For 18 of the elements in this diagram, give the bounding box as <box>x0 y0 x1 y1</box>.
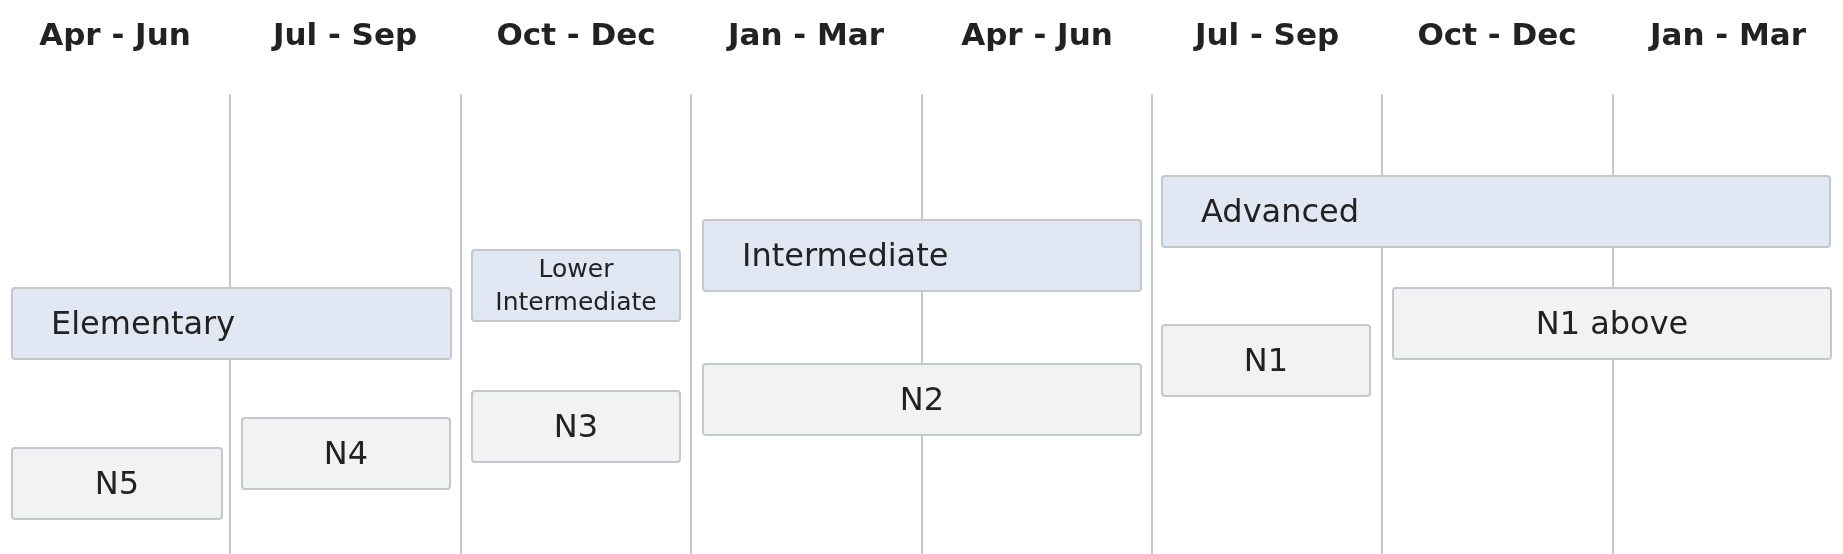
column-header: Apr - Jun <box>38 16 192 52</box>
column-header: Oct - Dec <box>495 16 657 52</box>
course-level-bar: Elementary <box>11 287 452 360</box>
exam-level-bar: N4 <box>241 417 451 490</box>
column-header: Jan - Mar <box>1647 16 1807 52</box>
exam-level-bar: N1 <box>1161 324 1371 397</box>
column-header: Jan - Mar <box>725 16 885 52</box>
column-header: Jul - Sep <box>270 16 419 52</box>
course-level-bar: Advanced <box>1161 175 1831 248</box>
exam-level-bar: N5 <box>11 447 223 520</box>
course-level-bar: Lower Intermediate <box>471 249 681 322</box>
column-header: Oct - Dec <box>1416 16 1578 52</box>
column-header: Jul - Sep <box>1192 16 1341 52</box>
exam-level-bar: N3 <box>471 390 681 463</box>
course-level-bar: Intermediate <box>702 219 1142 292</box>
column-header: Apr - Jun <box>960 16 1114 52</box>
exam-level-bar: N1 above <box>1392 287 1832 360</box>
exam-level-bar: N2 <box>702 363 1142 436</box>
